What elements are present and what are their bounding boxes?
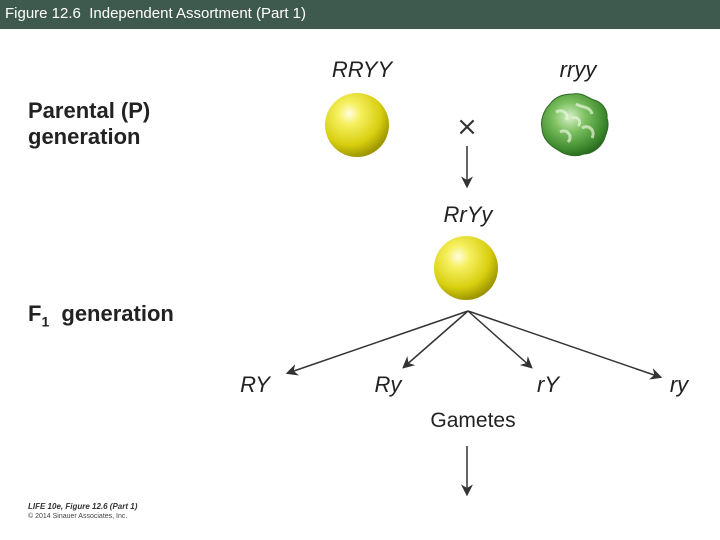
gamete-label: rY — [537, 372, 560, 397]
copyright-notice: © 2014 Sinauer Associates, Inc. — [28, 513, 128, 520]
parent-genotype-rryy-dominant: RRYY — [332, 57, 394, 82]
green-wrinkled-pea-icon — [541, 93, 609, 157]
f1-label-f: F — [28, 301, 42, 326]
yellow-round-pea-icon — [325, 93, 389, 157]
f1-genotype: RrYy — [444, 202, 495, 227]
cross-symbol: × — [456, 112, 478, 142]
parental-label-line2: generation — [28, 124, 141, 149]
parental-label-line1: Parental (P) — [28, 98, 151, 123]
f1-yellow-pea-icon — [434, 236, 498, 300]
gamete-label: RY — [240, 372, 271, 397]
gametes-heading: Gametes — [430, 409, 515, 432]
gamete-label: Ry — [375, 372, 404, 397]
arrow-to-gamete-ry3-icon — [467, 310, 533, 369]
arrow-to-gamete-ry2-icon — [402, 310, 469, 369]
f1-generation-label: F1 generation — [28, 301, 174, 334]
f1-label-generation: generation — [61, 301, 174, 326]
arrow-to-gamete-ry1-icon — [285, 310, 469, 376]
figure-credit: LIFE 10e, Figure 12.6 (Part 1) — [28, 502, 138, 511]
title-bar: Figure 12.6 Independent Assortment (Part… — [0, 0, 720, 29]
slide-title: Figure 12.6 Independent Assortment (Part… — [5, 5, 307, 22]
gamete-arrows — [285, 310, 663, 380]
parental-generation-label: Parental (P) generation — [28, 98, 150, 150]
arrow-to-gamete-ry4-icon — [467, 310, 663, 380]
gamete-label: ry — [670, 372, 690, 397]
f1-label-subscript: 1 — [41, 313, 50, 330]
parent-genotype-rryy-recessive: rryy — [560, 57, 599, 82]
